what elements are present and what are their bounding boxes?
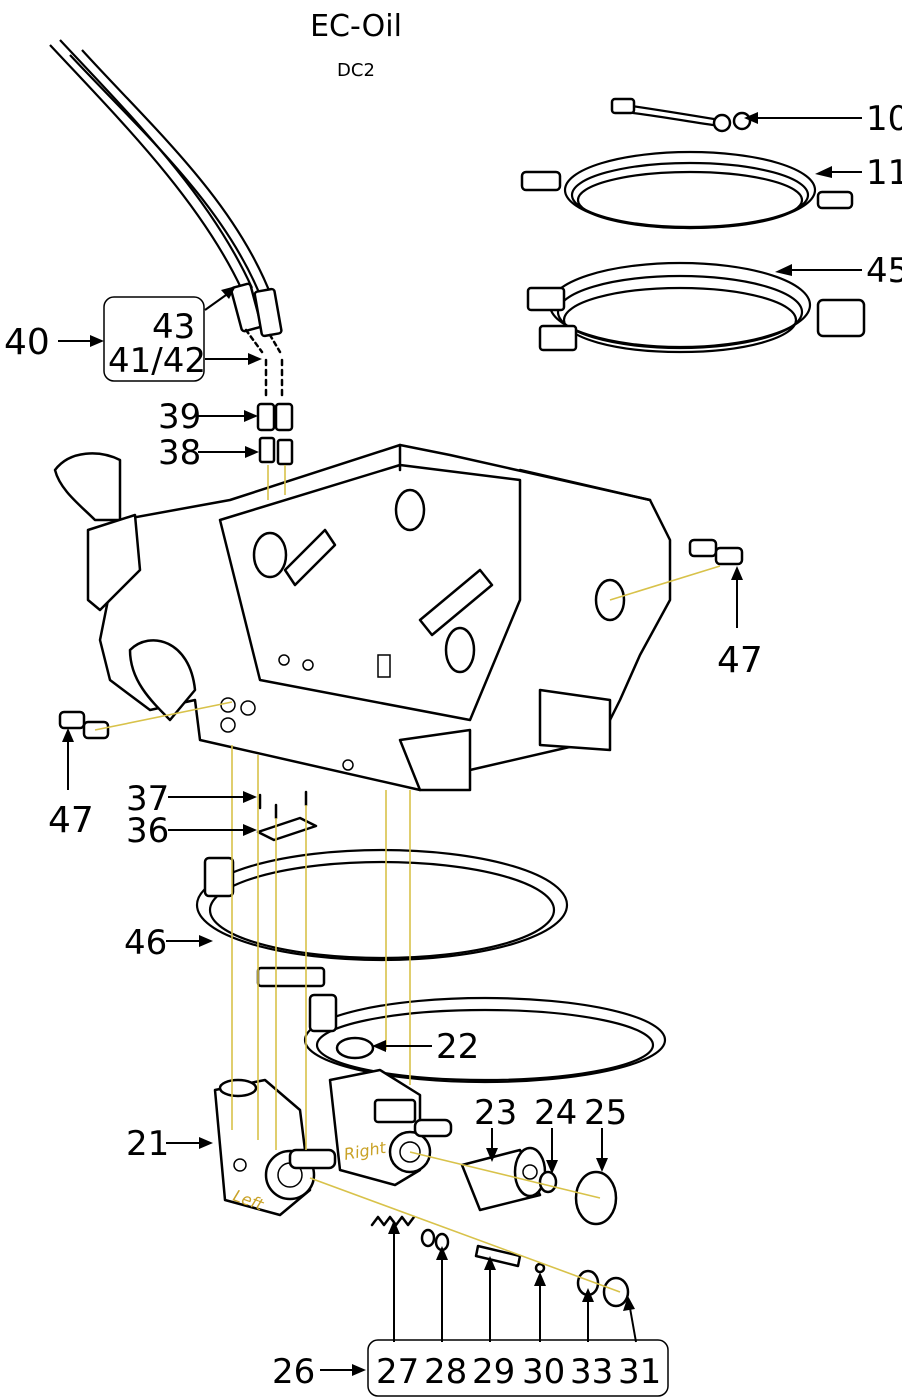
bolt-47-left [58,710,110,740]
ring-24 [538,1170,558,1194]
cable-10 [610,97,752,133]
label-45: 45 [866,251,902,291]
callout-box-40 [103,296,205,382]
diagram-subtitle: DC2 [337,60,375,81]
nut-31 [602,1276,630,1308]
harness-46 [195,848,569,988]
label-11: 11 [866,153,902,193]
harness-22 [303,993,667,1084]
label-38: 38 [158,433,201,473]
sensor-housing-left-21 [213,1078,337,1217]
label-23: 23 [474,1093,517,1133]
label-43: 43 [152,307,195,347]
label-30: 30 [522,1352,565,1392]
washers-28 [420,1228,450,1252]
label-26: 26 [272,1352,315,1392]
label-24: 24 [534,1093,577,1133]
label-10: 10 [866,99,902,139]
plate-36 [256,816,318,842]
cover-25 [574,1170,618,1226]
bolt-47-right [688,538,744,566]
ball-30 [534,1262,546,1274]
label-33: 33 [570,1352,613,1392]
label-40: 40 [4,322,50,363]
fitting-39 [256,402,294,432]
diagram-title: EC-Oil [310,9,402,44]
hydraulic-hoses [49,39,284,402]
screws-37 [258,790,308,820]
label-37: 37 [126,779,169,819]
label-22: 22 [436,1027,479,1067]
label-28: 28 [424,1352,467,1392]
label-27: 27 [376,1352,419,1392]
alignment-guides [94,465,721,1293]
sensor-housing-right [328,1068,453,1187]
label-36: 36 [126,811,169,851]
label-29: 29 [472,1352,515,1392]
label-47-left: 47 [48,800,94,841]
cylinder-23 [460,1146,547,1212]
label-25: 25 [584,1093,627,1133]
callout-box-26 [367,1339,669,1397]
cable-45-coil [526,261,866,354]
quick-coupler-body [53,443,672,792]
spring-27 [370,1215,416,1227]
label-46: 46 [124,923,167,963]
label-31: 31 [618,1352,661,1392]
label-39: 39 [158,397,201,437]
cable-11-coil [520,150,854,230]
leaders [58,112,862,1376]
label-21: 21 [126,1124,169,1164]
label-47-right: 47 [717,640,763,681]
label-41-42: 41/42 [108,341,206,381]
pin-29 [474,1244,522,1268]
fitting-38 [258,436,294,466]
